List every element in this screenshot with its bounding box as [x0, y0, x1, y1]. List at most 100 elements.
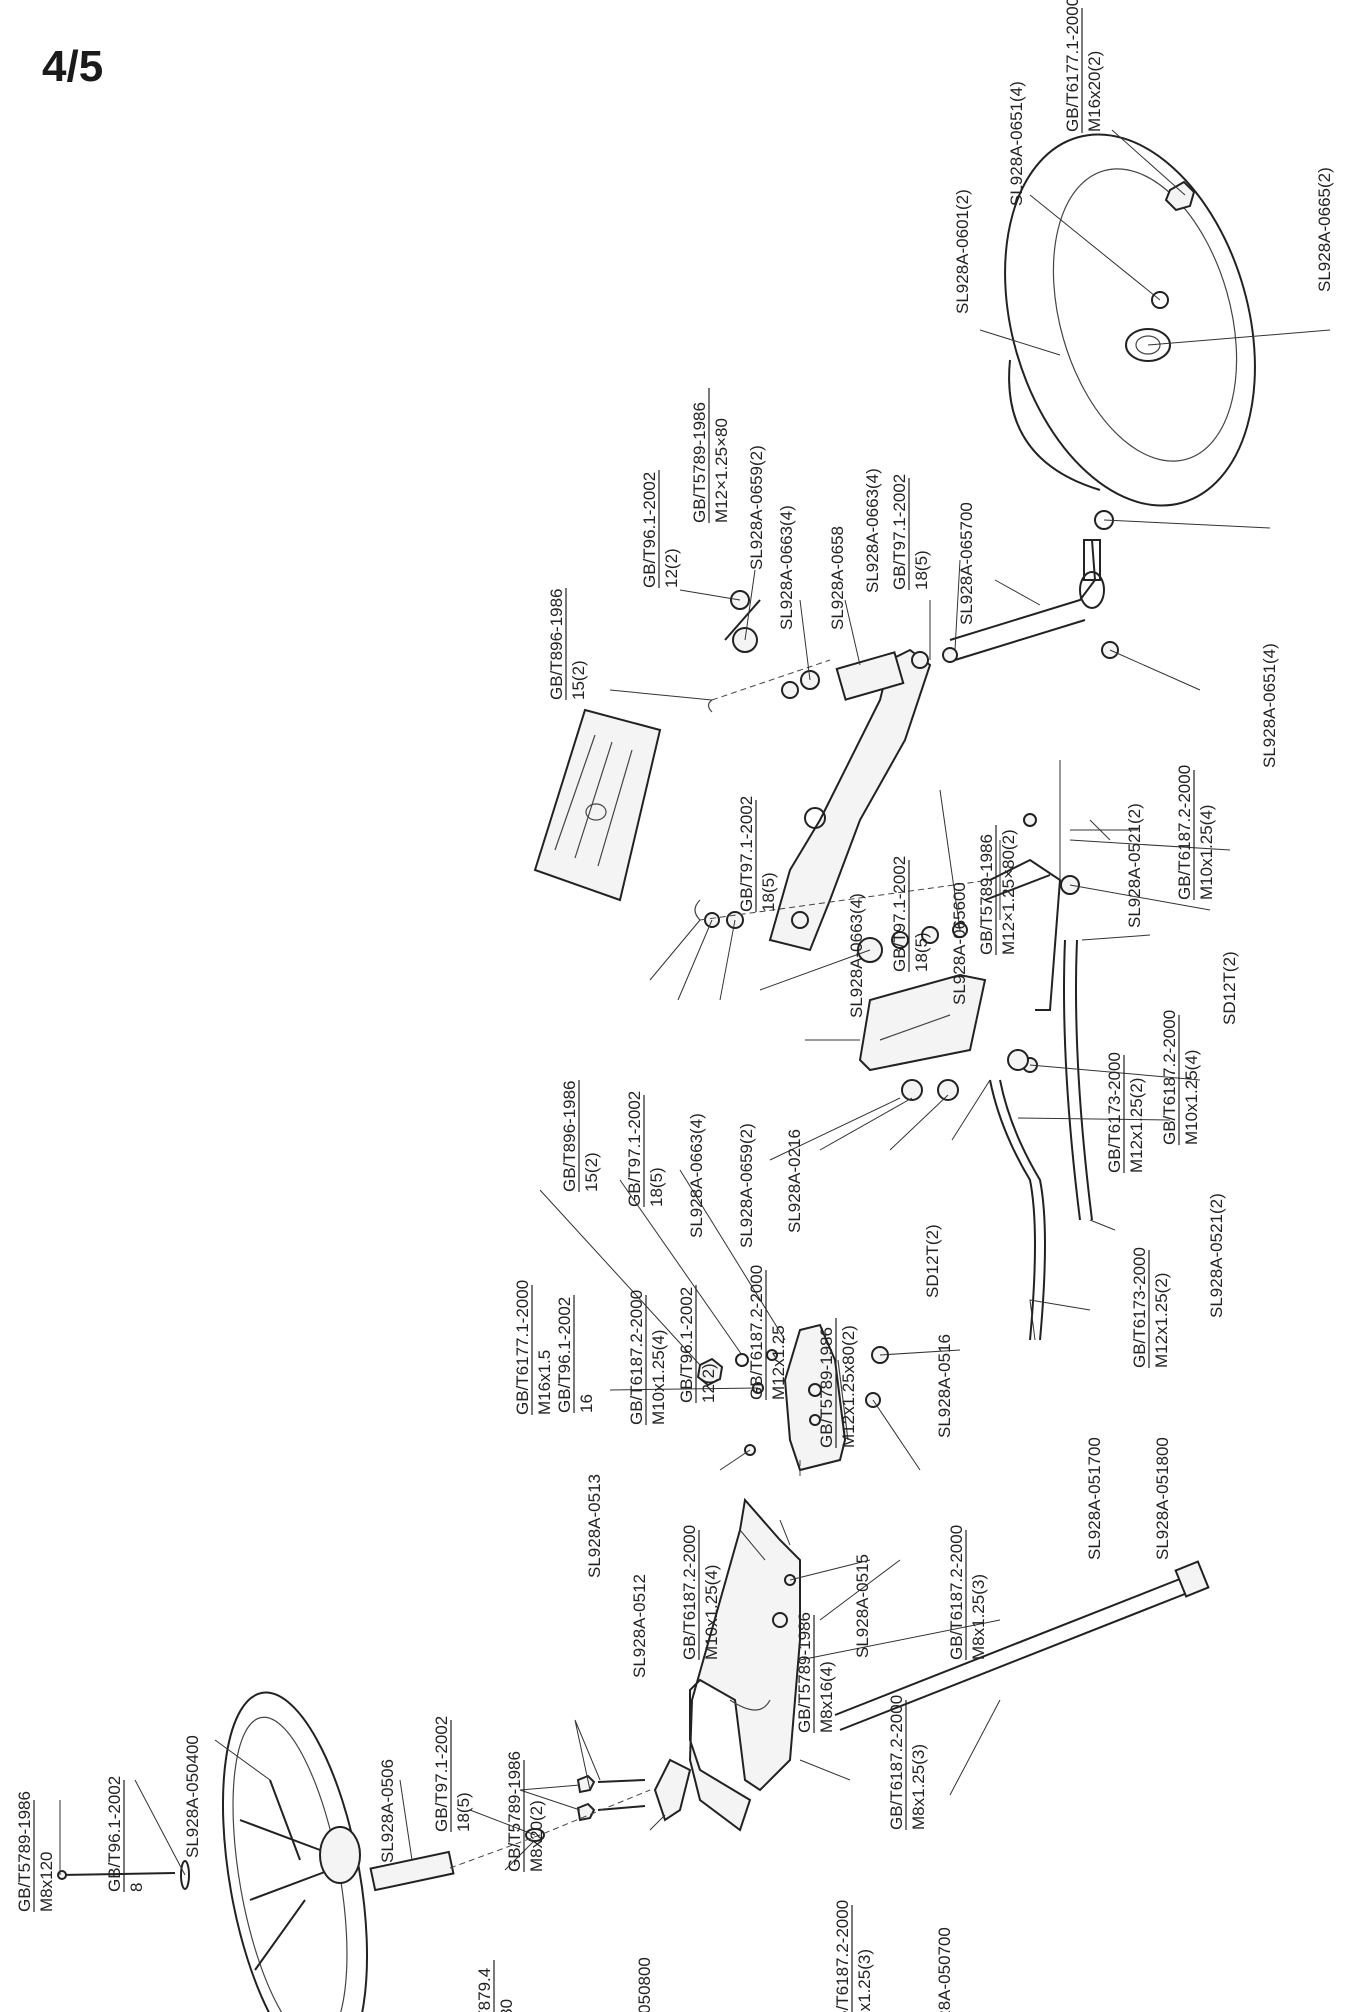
svg-text:15(2): 15(2)	[582, 1152, 601, 1192]
steering-plate-0512	[688, 1497, 801, 1832]
tie-rods	[989, 939, 1093, 1341]
svg-text:GB/T96.1-2002: GB/T96.1-2002	[105, 1776, 124, 1892]
svg-text:SL928A-065700: SL928A-065700	[957, 502, 976, 625]
label-l56: SL928A-050800	[635, 1957, 654, 2012]
bracket-0216	[858, 973, 987, 1072]
label-l39: SL928A-0516	[935, 1334, 954, 1438]
label-l17: GB/T97.1-2002 18(5)	[737, 796, 778, 912]
svg-text:18(5): 18(5)	[454, 1792, 473, 1832]
label-l55: GB/T879.4 3.5x30	[475, 1960, 516, 2012]
svg-text:GB/T5789-1986: GB/T5789-1986	[505, 1751, 524, 1872]
page-number: 4/5	[42, 42, 104, 91]
label-l38: GB/T6177.1-2000 M16x1.5	[513, 1280, 554, 1415]
svg-text:SL928A-0663(4): SL928A-0663(4)	[863, 468, 882, 593]
label-l19: GB/T97.1-2002 18(5)	[890, 856, 931, 972]
svg-text:SL928A-051800: SL928A-051800	[1153, 1437, 1172, 1560]
label-l51: SL928A-050400	[183, 1735, 202, 1858]
label-l42: SL928A-0513	[585, 1474, 604, 1578]
svg-text:SL928A-0521(2): SL928A-0521(2)	[1207, 1193, 1226, 1318]
label-l36: GB/T6187.2-2000 M10x1.25(4)	[627, 1290, 668, 1425]
label-l43: GB/T6187.2-2000 M10x1.25(4)	[680, 1525, 721, 1660]
label-l2: SL928A-0651(4)	[1007, 81, 1026, 206]
spindle-065700	[949, 539, 1119, 661]
svg-text:SL928A-0512: SL928A-0512	[630, 1574, 649, 1678]
svg-text:SL928A-0659(2): SL928A-0659(2)	[737, 1123, 756, 1248]
svg-text:GB/T96.1-2002: GB/T96.1-2002	[555, 1297, 574, 1413]
svg-text:3.5x30: 3.5x30	[497, 1999, 516, 2012]
svg-text:SL928A-0515: SL928A-0515	[853, 1554, 872, 1658]
svg-text:GB/T896-1986: GB/T896-1986	[547, 588, 566, 700]
label-l57: GB/T6187.2-2000 M8x1.25(3)	[833, 1900, 874, 2012]
svg-text:18(5): 18(5)	[912, 550, 931, 590]
svg-text:SL928A-065600: SL928A-065600	[950, 882, 969, 1005]
svg-text:SL928A-050400: SL928A-050400	[183, 1735, 202, 1858]
svg-text:18(5): 18(5)	[647, 1167, 666, 1207]
svg-text:SL928A-0521(2): SL928A-0521(2)	[1125, 803, 1144, 928]
svg-text:SL928A-0513: SL928A-0513	[585, 1474, 604, 1578]
label-l30: SL928A-0521(2)	[1207, 1193, 1226, 1318]
svg-text:GB/T6187.2-2000: GB/T6187.2-2000	[1175, 765, 1194, 900]
svg-text:M12x1.25(2): M12x1.25(2)	[1152, 1273, 1171, 1368]
sector-gear-0513	[783, 1323, 849, 1472]
svg-text:SL928A-050700: SL928A-050700	[935, 1927, 954, 2012]
svg-text:18(5): 18(5)	[759, 872, 778, 912]
svg-text:M10x1.25(4): M10x1.25(4)	[1182, 1050, 1201, 1145]
svg-text:SL928A-0216: SL928A-0216	[785, 1129, 804, 1233]
label-l40: SL928A-051700	[1085, 1437, 1104, 1560]
label-l32: SD12T(2)	[923, 1224, 942, 1298]
svg-text:M8x1.25(3): M8x1.25(3)	[855, 1949, 874, 2012]
svg-text:18(5): 18(5)	[912, 932, 931, 972]
label-l20: SL928A-065600	[950, 882, 969, 1005]
label-l50: GB/T96.1-2002 8	[105, 1776, 146, 1892]
svg-text:SL928A-050800: SL928A-050800	[635, 1957, 654, 2012]
svg-text:SL928A-0651(4): SL928A-0651(4)	[1007, 81, 1026, 206]
svg-text:M8x1.25(3): M8x1.25(3)	[969, 1574, 988, 1660]
label-l11: GB/T97.1-2002 18(5)	[890, 474, 931, 590]
svg-text:M10x1.25(4): M10x1.25(4)	[649, 1330, 668, 1425]
svg-text:M8x1.25(3): M8x1.25(3)	[909, 1744, 928, 1830]
label-l22: SD12T(2)	[1220, 951, 1239, 1025]
assembly-center-lines	[449, 659, 991, 1869]
svg-text:12(2): 12(2)	[662, 548, 681, 588]
svg-text:SL928A-051700: SL928A-051700	[1085, 1437, 1104, 1560]
svg-text:GB/T96.1-2002: GB/T96.1-2002	[677, 1287, 696, 1403]
label-l35: GB/T96.1-2002 12(2)	[677, 1285, 718, 1403]
svg-text:15(2): 15(2)	[569, 660, 588, 700]
svg-text:GB/T6187.2-2000: GB/T6187.2-2000	[1160, 1010, 1179, 1145]
label-l1: GB/T6177.1-2000 M16x20(2)	[1063, 0, 1104, 133]
svg-text:SL928A-0659(2): SL928A-0659(2)	[747, 445, 766, 570]
svg-text:GB/T5789-1986: GB/T5789-1986	[690, 402, 709, 523]
label-l53: GB/T5789-1986 M8x20(2)	[505, 1751, 546, 1872]
label-l15: GB/T6187.2-2000 M10x1.25(4)	[1175, 765, 1216, 900]
label-l12: SL928A-065700	[957, 502, 976, 625]
label-l3: SL928A-0601(2)	[953, 189, 972, 314]
label-l23: GB/T6187.2-2000 M10x1.25(4)	[1160, 1010, 1201, 1145]
svg-text:SL928A-0663(4): SL928A-0663(4)	[687, 1113, 706, 1238]
svg-text:M8x20(2): M8x20(2)	[527, 1800, 546, 1872]
label-l4: SL928A-0665(2)	[1315, 167, 1334, 292]
svg-text:SL928A-0658: SL928A-0658	[828, 526, 847, 630]
label-l52: GB/T97.1-2002 18(5)	[432, 1716, 473, 1832]
leader-lines	[59, 129, 1331, 1876]
svg-text:M12x1.25(2): M12x1.25(2)	[1127, 1078, 1146, 1173]
svg-text:GB/T6173-2000: GB/T6173-2000	[1130, 1247, 1149, 1368]
svg-text:SL928A-0665(2): SL928A-0665(2)	[1315, 167, 1334, 292]
svg-text:GB/T97.1-2002: GB/T97.1-2002	[432, 1716, 451, 1832]
svg-text:GB/T6187.2-2000: GB/T6187.2-2000	[887, 1695, 906, 1830]
svg-text:GB/T97.1-2002: GB/T97.1-2002	[890, 474, 909, 590]
svg-text:GB/T6187.2-2000: GB/T6187.2-2000	[833, 1900, 852, 2012]
label-l49: GB/T5789-1986 M8x120	[15, 1791, 56, 1912]
label-l41: SL928A-051800	[1153, 1437, 1172, 1560]
steering-column-parts	[369, 1758, 692, 1892]
svg-text:GB/T6187.2-2000: GB/T6187.2-2000	[947, 1525, 966, 1660]
svg-text:SL928A-0663(4): SL928A-0663(4)	[777, 505, 796, 630]
label-l48: GB/T6187.2-2000 M8x1.25(3)	[887, 1695, 928, 1830]
svg-text:M16x20(2): M16x20(2)	[1085, 51, 1104, 132]
svg-text:GB/T6187.2-2000: GB/T6187.2-2000	[680, 1525, 699, 1660]
svg-text:SL928A-0601(2): SL928A-0601(2)	[953, 189, 972, 314]
svg-text:GB/T97.1-2002: GB/T97.1-2002	[890, 856, 909, 972]
svg-text:16: 16	[577, 1394, 596, 1413]
svg-text:GB/T97.1-2002: GB/T97.1-2002	[737, 796, 756, 912]
svg-text:GB/T896-1986: GB/T896-1986	[560, 1080, 579, 1192]
svg-text:GB/T6177.1-2000: GB/T6177.1-2000	[513, 1280, 532, 1415]
